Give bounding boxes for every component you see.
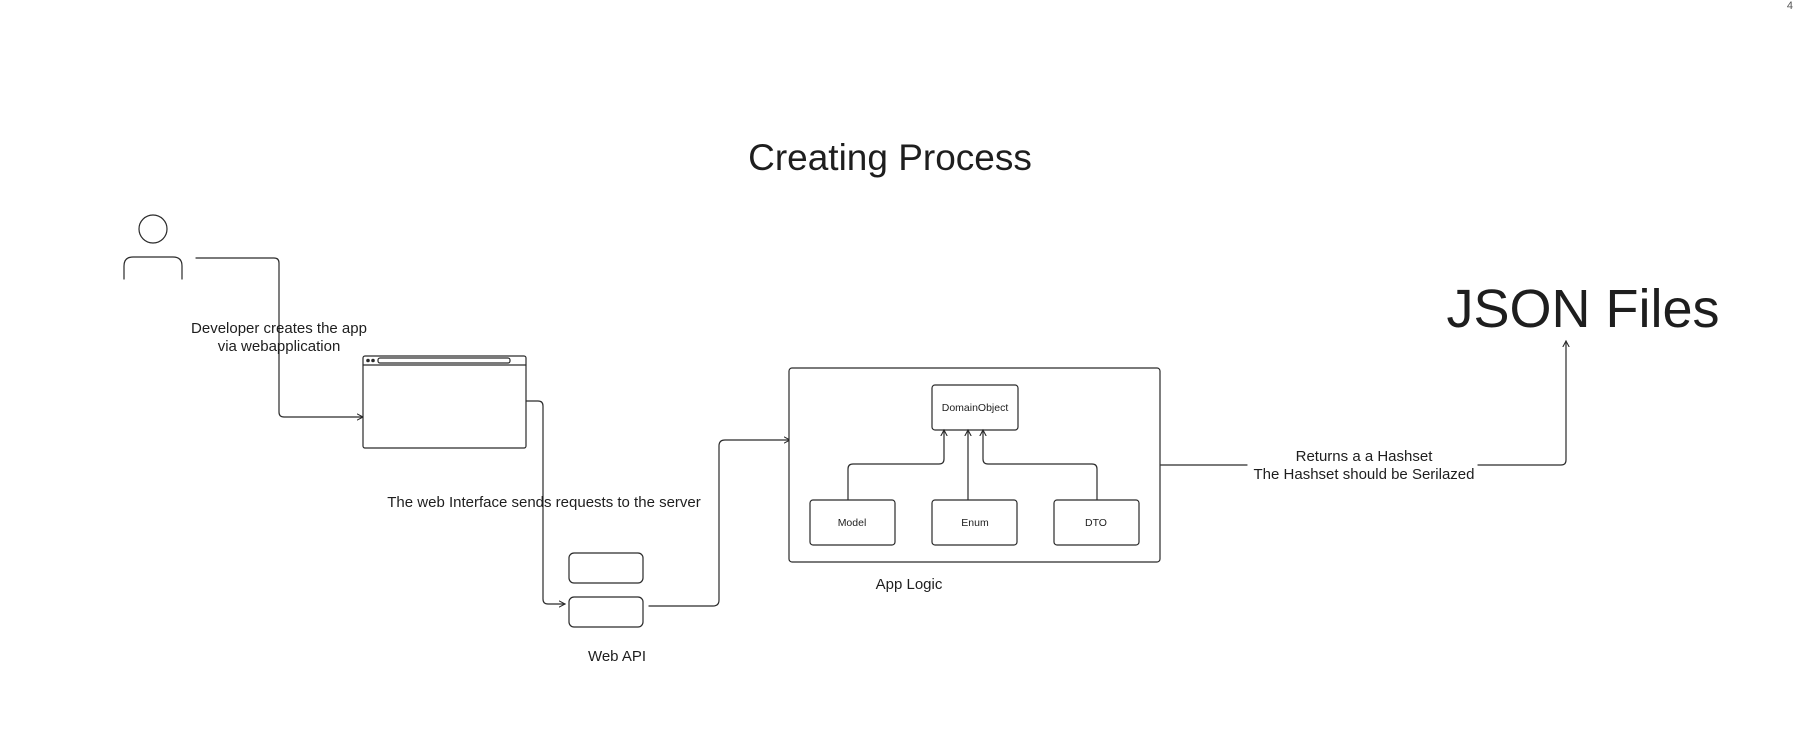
- app-logic-label: App Logic: [876, 576, 943, 593]
- connector-json-label-line1: Returns a a Hashset: [1296, 448, 1434, 465]
- dto-box: [1053, 499, 1140, 546]
- model-label: Model: [838, 517, 867, 529]
- browser-dot-2: [371, 358, 375, 363]
- connector-webapp-label: The web Interface sends requests to the …: [387, 494, 701, 511]
- user-icon: [123, 214, 183, 280]
- connector-developer-label-line2: via webapplication: [218, 338, 341, 355]
- server-unit-bottom: [568, 596, 644, 628]
- connector-webapp-to-api: [525, 400, 565, 604]
- web-api-label: Web API: [588, 648, 646, 665]
- connector-json-label-line2: The Hashset should be Serilazed: [1254, 466, 1475, 483]
- corner-mark: 4: [1786, 0, 1793, 12]
- dto-label: DTO: [1085, 517, 1107, 529]
- enum-box: [931, 499, 1018, 546]
- connector-applogic-to-json: [1160, 341, 1566, 466]
- browser-dot-1: [366, 358, 370, 363]
- model-box: [809, 499, 896, 546]
- connector-api-to-applogic: [648, 440, 790, 607]
- enum-label: Enum: [961, 517, 989, 529]
- domain-object-label: DomainObject: [942, 402, 1009, 414]
- connector-model-to-domainobject: [847, 430, 944, 501]
- connector-developer-to-webapp: [195, 257, 363, 417]
- connector-dto-to-domainobject: [983, 430, 1098, 501]
- browser-address-bar: [377, 357, 511, 364]
- connector-developer-label-line1: Developer creates the app: [191, 320, 367, 337]
- server-unit-top: [568, 552, 644, 584]
- domain-object-box: [931, 384, 1019, 431]
- web-api-server: [568, 552, 644, 628]
- json-files-label: JSON Files: [1446, 279, 1719, 339]
- browser-window: [362, 355, 527, 449]
- diagram-title: Creating Process: [748, 137, 1032, 178]
